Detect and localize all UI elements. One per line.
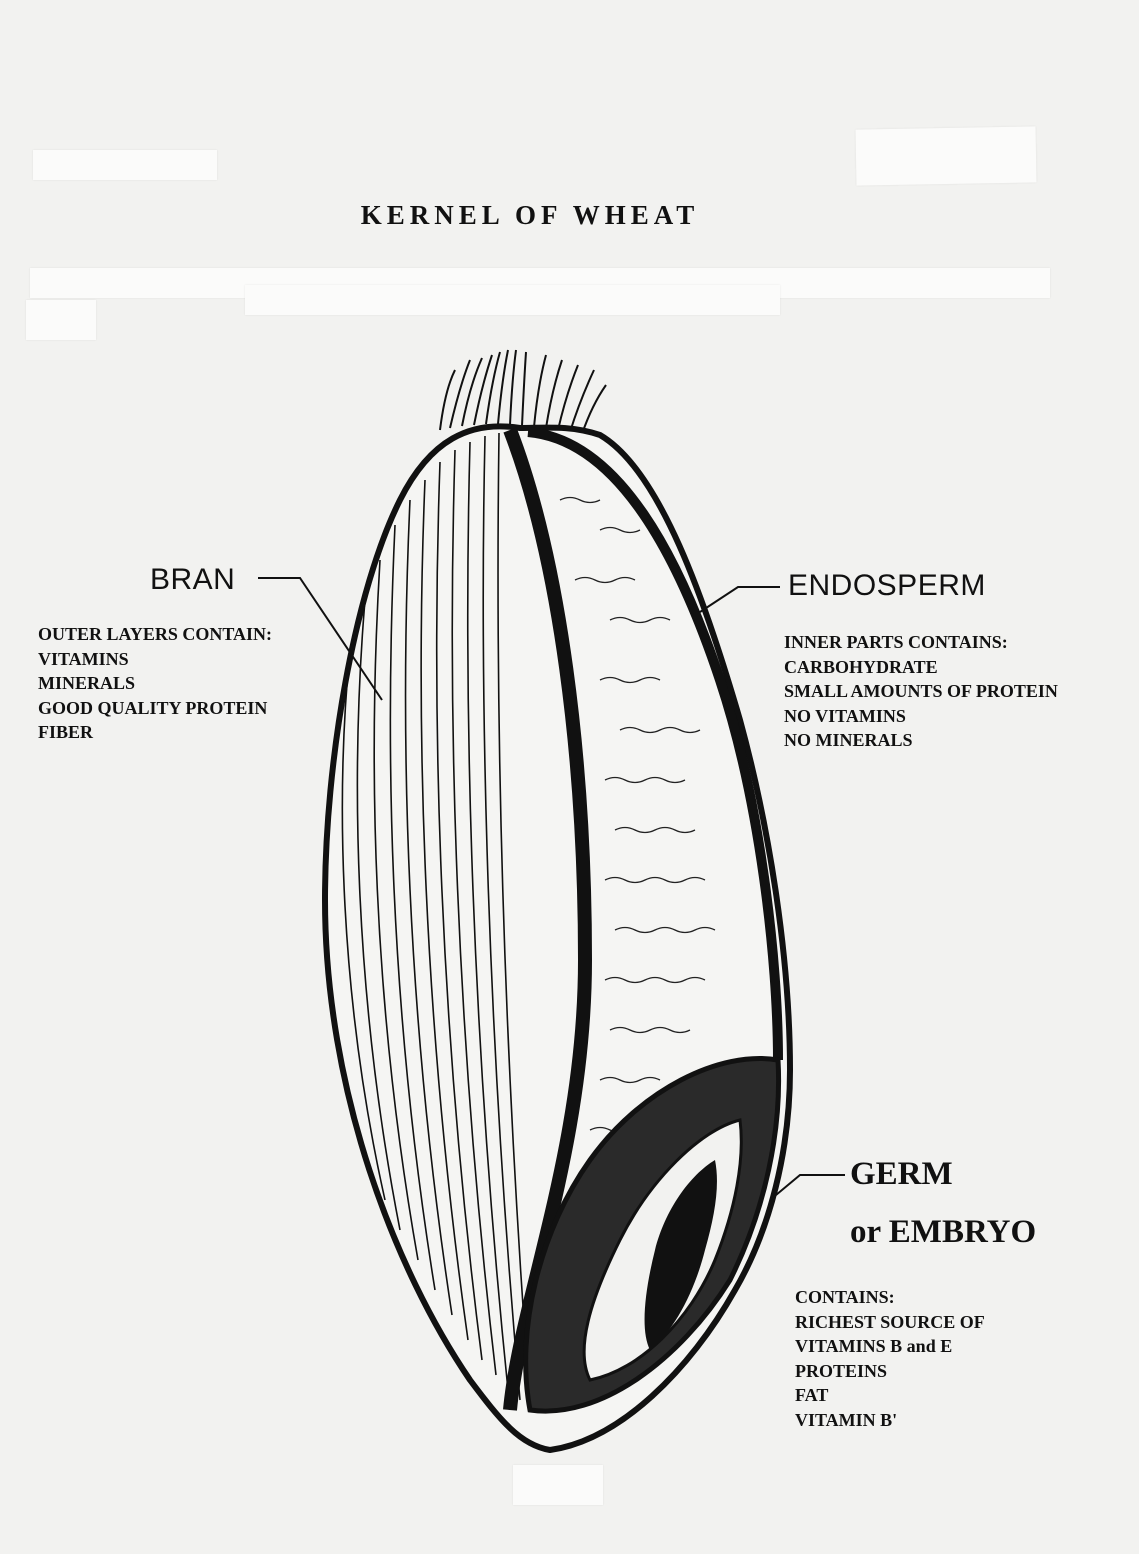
bran-note: FIBER [38, 722, 94, 742]
germ-leader-line [769, 1174, 845, 1201]
brush-hairs [439, 349, 607, 435]
germ-note: RICHEST SOURCE OF [795, 1311, 985, 1332]
endosperm-notes: INNER PARTS CONTAINS: CARBOHYDRATE SMALL… [784, 630, 1058, 753]
germ-heading: GERM or EMBRYO [850, 1145, 1036, 1261]
germ-note: FAT [795, 1385, 829, 1405]
bran-leader-line [258, 577, 383, 701]
endosperm-note: SMALL AMOUNTS OF PROTEIN [784, 681, 1058, 701]
endosperm-leader-line [699, 586, 780, 613]
tape-strip [513, 1465, 603, 1505]
bran-note: VITAMINS [38, 648, 129, 669]
tape-strip [33, 150, 217, 180]
germ-note: PROTEINS [795, 1360, 888, 1381]
endosperm-texture [559, 496, 716, 1134]
bran-note: OUTER LAYERS CONTAIN: [38, 624, 273, 644]
bran-notes: OUTER LAYERS CONTAIN: VITAMINS MINERALS … [38, 622, 272, 745]
endosperm-note: INNER PARTS CONTAINS: [784, 632, 1008, 652]
germ-heading-line: GERM [850, 1156, 953, 1192]
endosperm-outer-band [527, 427, 783, 1061]
bran-note: GOOD QUALITY PROTEIN [38, 697, 268, 718]
bran-stripes [341, 432, 531, 1406]
germ-heading-line: or EMBRYO [850, 1214, 1037, 1250]
endosperm-heading: ENDOSPERM [788, 569, 986, 602]
endosperm-note: NO MINERALS [784, 730, 913, 750]
endosperm-note: NO VITAMINS [784, 705, 906, 726]
tape-strip [245, 285, 780, 315]
bran-heading: BRAN [150, 563, 236, 596]
germ-note: VITAMINS B and E [795, 1336, 953, 1356]
endosperm-note: CARBOHYDRATE [784, 656, 938, 677]
germ-note: VITAMIN B' [795, 1409, 898, 1430]
embryo-core [644, 1160, 717, 1350]
tape-strip [26, 300, 96, 340]
germ-note: CONTAINS: [795, 1287, 895, 1307]
germ-notes: CONTAINS: RICHEST SOURCE OF VITAMINS B a… [795, 1285, 985, 1432]
page-title: KERNEL OF WHEAT [360, 200, 700, 230]
bran-note: MINERALS [38, 673, 136, 693]
